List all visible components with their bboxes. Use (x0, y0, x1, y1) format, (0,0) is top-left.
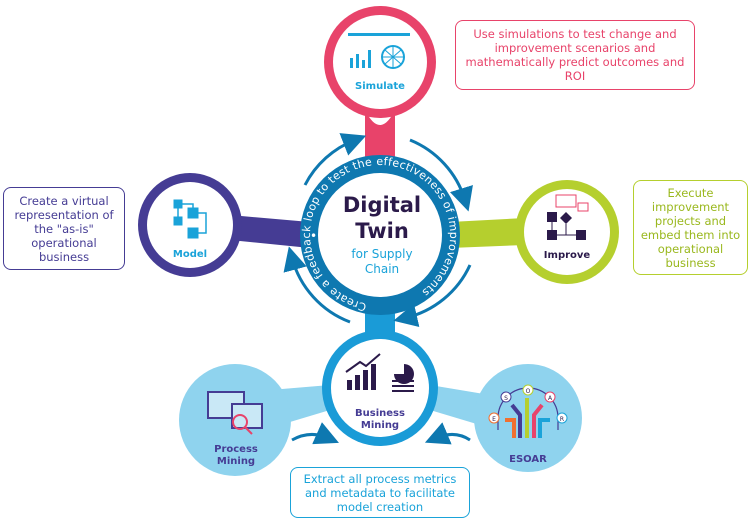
esoar-letter-s: S (504, 395, 508, 402)
process-mining-node[interactable]: Process Mining (179, 364, 291, 476)
subtitle-line-2: Chain (365, 262, 399, 276)
esoar-letter-o: O (526, 388, 531, 395)
pie-chart-icon (394, 364, 414, 384)
business-mining-label-1: Business (355, 408, 405, 419)
business-mining-node[interactable]: Business Mining (322, 330, 438, 446)
model-label: Model (173, 249, 207, 260)
simulate-bar-icon (348, 33, 410, 36)
simulate-label: Simulate (355, 81, 405, 92)
improve-label: Improve (544, 250, 591, 261)
business-mining-callout: Extract all process metrics and metadata… (290, 467, 470, 518)
title-line-1: Digital (343, 193, 421, 217)
business-mining-label-2: Mining (361, 420, 399, 431)
model-node[interactable]: Model (138, 173, 242, 277)
esoar-letter-r: R (560, 416, 564, 423)
subtitle-line-1: for Supply (351, 247, 412, 261)
process-diagram-icon (547, 194, 589, 240)
esoar-letter-a: A (548, 395, 553, 402)
esoar-letter-e: E (492, 416, 496, 423)
improve-callout: Execute improvement projects and embed t… (633, 180, 748, 275)
process-mining-screens-icon (207, 391, 263, 435)
digital-twin-center: Create a feedback loop to test the effec… (300, 155, 460, 315)
chart-globe-icon (350, 45, 405, 69)
feedback-arrows (283, 133, 473, 445)
improve-node[interactable]: Improve (515, 180, 619, 284)
growth-chart-icon (345, 353, 414, 392)
esoar-arrows-icon: E S O A R (488, 384, 568, 438)
title-line-2: Twin (355, 219, 409, 243)
ring-bullet: • (310, 229, 317, 243)
flowchart-icon (173, 199, 207, 239)
simulate-callout: Use simulations to test change and impro… (455, 20, 695, 90)
esoar-node[interactable]: E S O A R ESOAR (474, 364, 582, 472)
esoar-label: ESOAR (509, 454, 547, 465)
model-callout: Create a virtual representation of the "… (3, 187, 125, 270)
simulate-node[interactable]: Simulate (324, 6, 436, 118)
process-mining-label-1: Process (214, 444, 258, 455)
process-mining-label-2: Mining (217, 456, 255, 467)
